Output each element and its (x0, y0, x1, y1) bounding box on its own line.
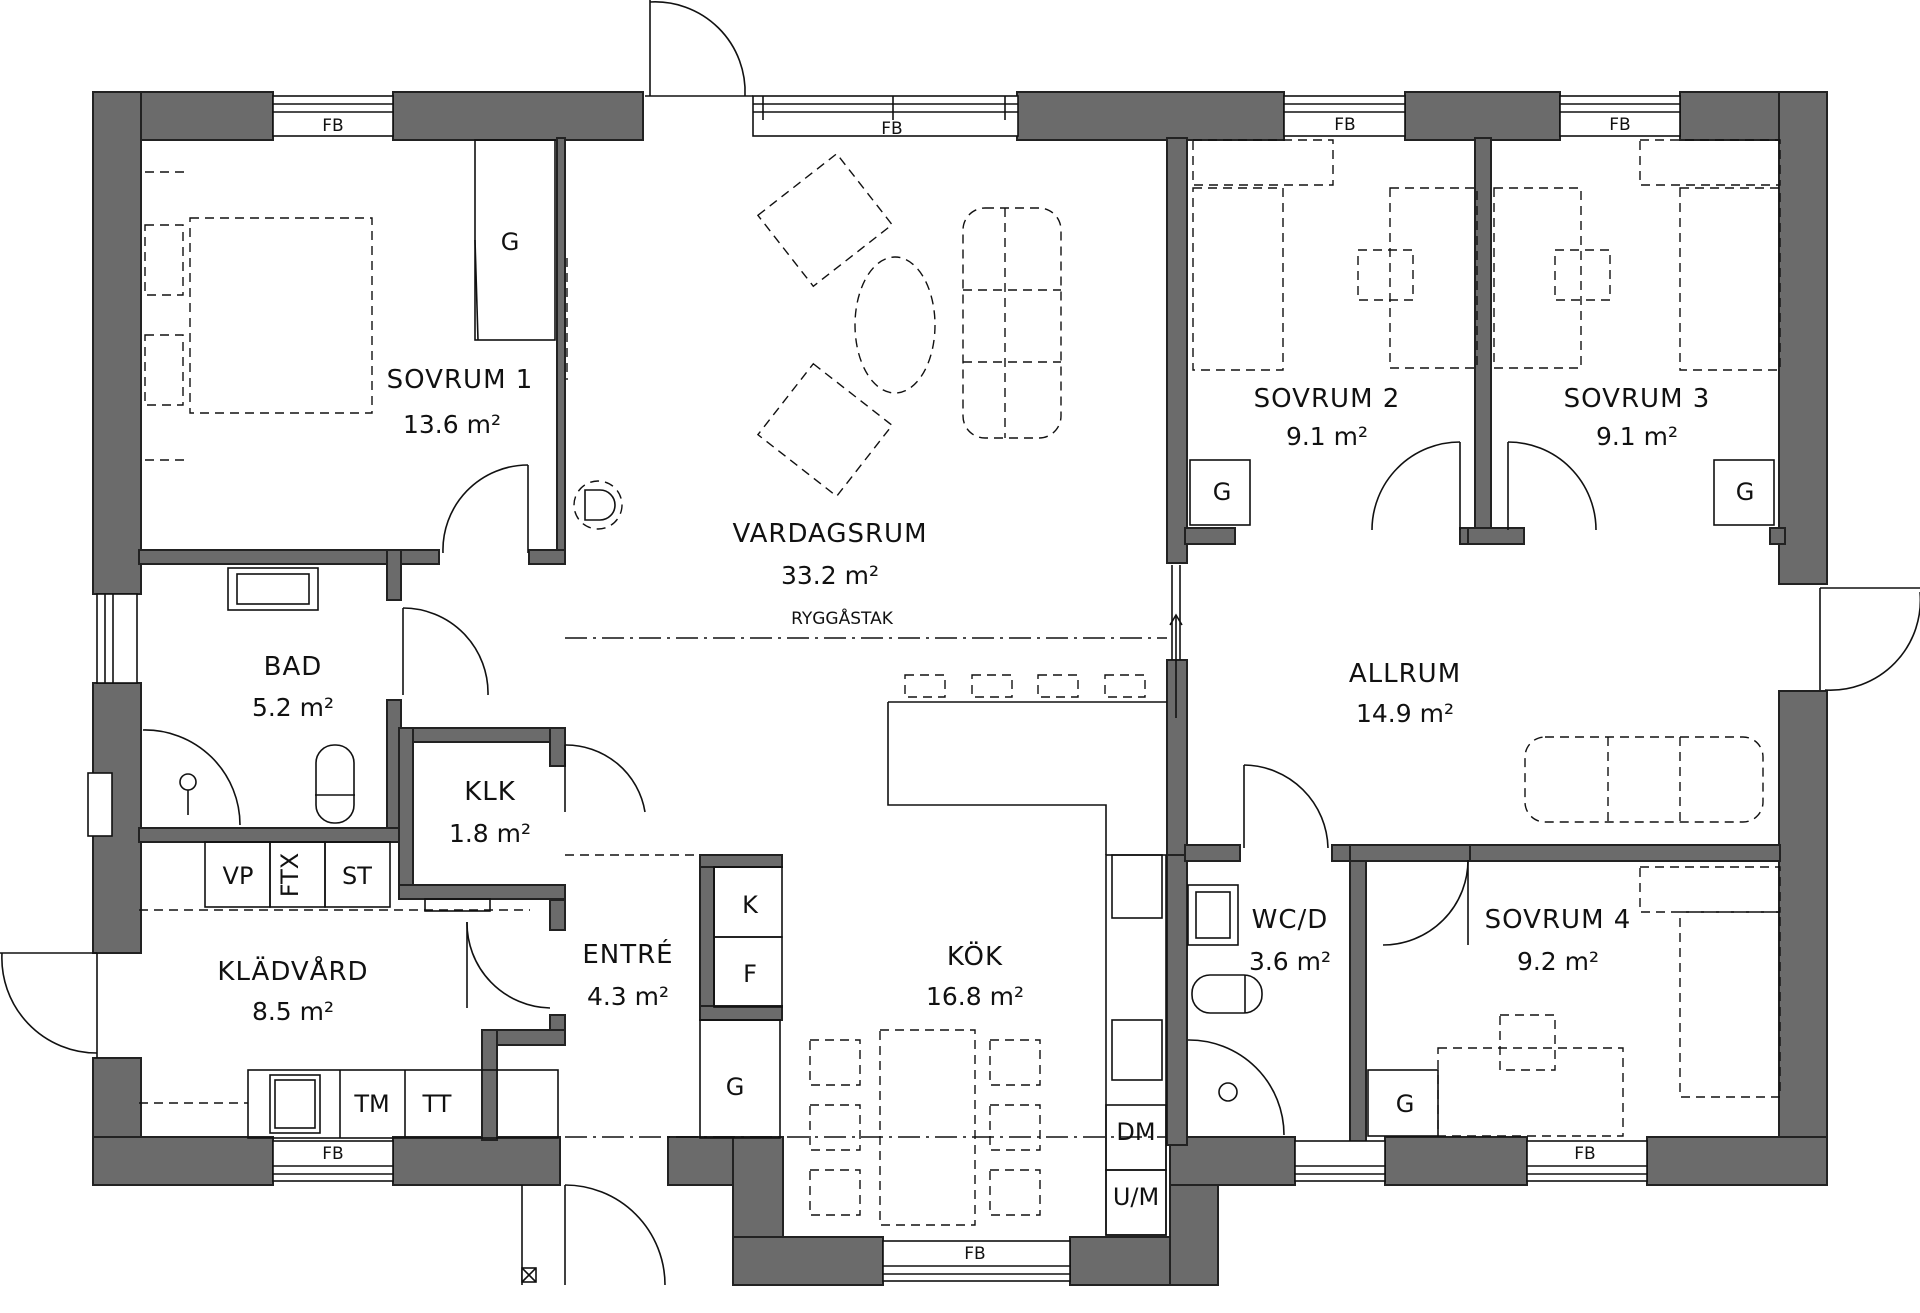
sovrum3-area: 9.1 m² (1596, 422, 1678, 451)
allrum-area: 14.9 m² (1356, 699, 1454, 728)
kok-area: 16.8 m² (926, 982, 1024, 1011)
window-label: FB (1609, 115, 1630, 135)
allrum-name: ALLRUM (1349, 659, 1461, 689)
sovrum1-area: 13.6 m² (403, 410, 501, 439)
k-label: K (742, 891, 759, 919)
bad-area: 5.2 m² (252, 693, 334, 722)
kladvard-area: 8.5 m² (252, 997, 334, 1026)
sovrum2-name: SOVRUM 2 (1254, 384, 1401, 414)
window-label: FB (322, 116, 343, 136)
wardrobe-label: G (1396, 1090, 1415, 1118)
tm-label: TM (353, 1090, 389, 1118)
klk-name: KLK (464, 777, 516, 807)
klk-area: 1.8 m² (449, 819, 531, 848)
ryggastak-label: RYGGÅSTAK (791, 607, 894, 629)
interior-walls (138, 137, 1786, 1146)
wardrobe-label: G (1736, 478, 1755, 506)
dm-label: DM (1116, 1118, 1155, 1146)
windows: FB FB FB FB FB FB FB (87, 95, 1681, 1282)
st-label: ST (342, 862, 372, 890)
entre-name: ENTRÉ (582, 938, 673, 970)
exterior-walls (92, 91, 1828, 1286)
sovrum1-name: SOVRUM 1 (387, 365, 534, 395)
room-labels: SOVRUM 1 13.6 m² VARDAGSRUM 33.2 m² SOVR… (217, 365, 1711, 1026)
vardagsrum-name: VARDAGSRUM (732, 519, 927, 549)
kok-name: KÖK (947, 940, 1003, 972)
window-label: FB (964, 1244, 985, 1264)
vardagsrum-area: 33.2 m² (781, 561, 879, 590)
ftx-label: FTX (276, 853, 304, 897)
wardrobe-label: G (726, 1073, 745, 1101)
sovrum3-name: SOVRUM 3 (1564, 384, 1711, 414)
wardrobe-label: G (501, 228, 520, 256)
wcd-area: 3.6 m² (1249, 947, 1331, 976)
window-label: FB (322, 1144, 343, 1164)
sovrum4-name: SOVRUM 4 (1485, 905, 1632, 935)
vp-label: VP (223, 862, 254, 890)
sovrum2-area: 9.1 m² (1286, 422, 1368, 451)
doors (0, 0, 1920, 1286)
window-label: FB (1574, 1144, 1595, 1164)
bad-name: BAD (264, 652, 323, 682)
window-label: FB (881, 119, 902, 139)
furniture: G G G (139, 139, 1781, 1236)
wardrobe-label: G (1213, 478, 1232, 506)
um-label: U/M (1113, 1183, 1159, 1211)
entre-area: 4.3 m² (587, 982, 669, 1011)
window-label: FB (1334, 115, 1355, 135)
f-label: F (743, 960, 757, 988)
sovrum4-area: 9.2 m² (1517, 947, 1599, 976)
wcd-name: WC/D (1252, 905, 1329, 935)
tt-label: TT (422, 1090, 452, 1118)
kladvard-name: KLÄDVÅRD (217, 955, 368, 987)
